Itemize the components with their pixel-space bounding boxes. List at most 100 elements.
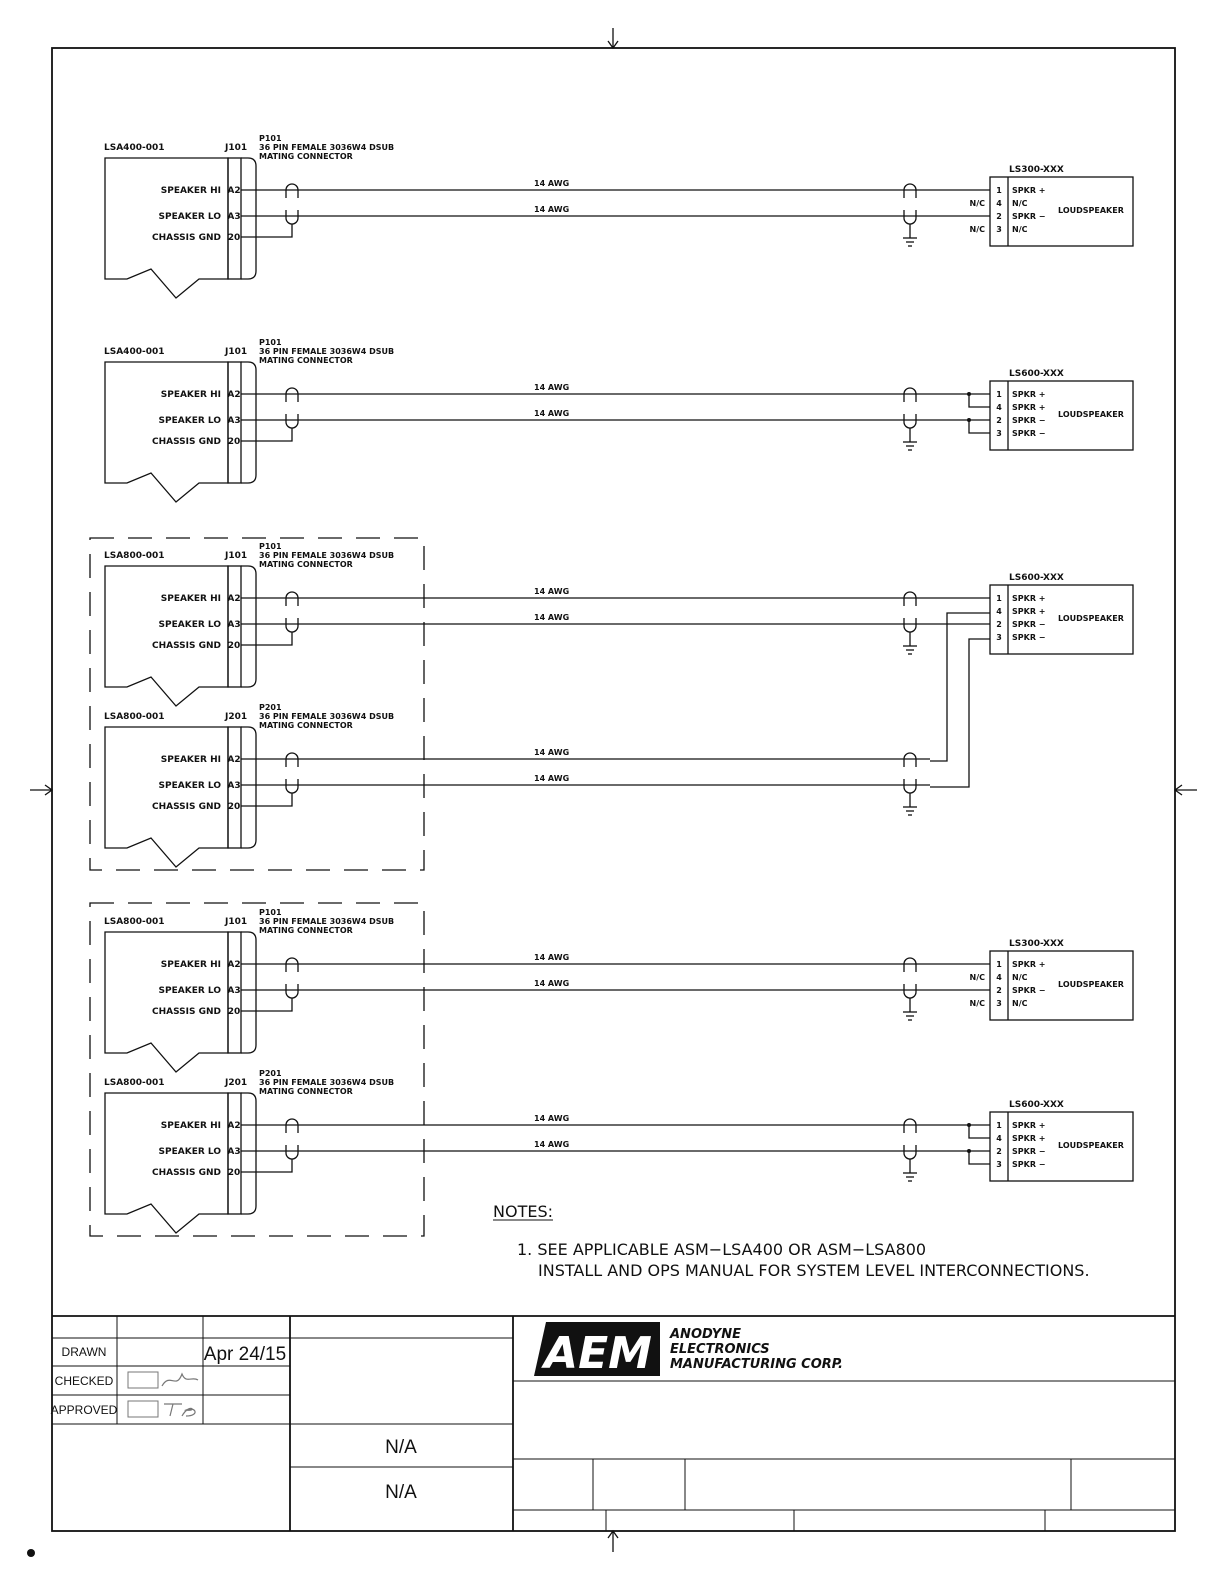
- pin-label: CHASSIS GND: [152, 802, 221, 812]
- pin-number: 20: [228, 802, 241, 812]
- pin-label: SPEAKER LO: [159, 620, 222, 630]
- speaker-terminal-number: 4: [996, 607, 1002, 616]
- jumper-2-3: [968, 1151, 990, 1165]
- lsa800-enclosure-2: [89, 902, 425, 1237]
- far-shield-bottom: [903, 618, 917, 633]
- wire-gauge-lo: 14 AWG: [534, 774, 569, 783]
- jumper-1-4: [968, 394, 990, 408]
- amplifier-model: LSA800-001: [104, 551, 165, 561]
- nc-label: N/C: [970, 199, 986, 208]
- speaker-terminal-label: SPKR +: [1012, 390, 1045, 399]
- amplifier-model: LSA800-001: [104, 712, 165, 722]
- source-shield-top: [285, 387, 299, 402]
- jack-id: J201: [224, 1078, 247, 1088]
- wire-gauge-hi: 14 AWG: [534, 1114, 569, 1123]
- drawn-label: DRAWN: [62, 1345, 107, 1359]
- pin-label: CHASSIS GND: [152, 1007, 221, 1017]
- pin-number: A3: [227, 781, 240, 791]
- plug-description: 36 PIN FEMALE 3036W4 DSUB: [259, 347, 394, 356]
- speaker-terminal-number: 1: [996, 390, 1002, 399]
- wire-gauge-hi: 14 AWG: [534, 748, 569, 757]
- plug-mating: MATING CONNECTOR: [259, 152, 353, 161]
- chassis-ground-drain: [241, 632, 293, 646]
- wire-gauge-lo: 14 AWG: [534, 979, 569, 988]
- plug-mating: MATING CONNECTOR: [259, 560, 353, 569]
- speaker-box: [989, 584, 1134, 655]
- plug-id: P201: [259, 1069, 282, 1078]
- amplifier-model: LSA400-001: [104, 347, 165, 357]
- pin-label: SPEAKER HI: [161, 960, 221, 970]
- speaker-terminal-label: SPKR +: [1012, 186, 1045, 195]
- speaker-terminal-number: 3: [996, 999, 1002, 1008]
- nc-label: N/C: [970, 973, 986, 982]
- pin-label: CHASSIS GND: [152, 437, 221, 447]
- nc-label: N/C: [970, 225, 986, 234]
- speaker-terminal-label: SPKR +: [1012, 1134, 1045, 1143]
- field-2-value: N/A: [385, 1482, 417, 1503]
- speaker-terminal-number: 3: [996, 429, 1002, 438]
- speaker-terminal-number: 2: [996, 1147, 1002, 1156]
- speaker-terminal-number: 3: [996, 633, 1002, 642]
- notes-heading: NOTES:: [493, 1202, 553, 1221]
- amplifier-body: [104, 565, 229, 707]
- speaker-terminal-number: 1: [996, 186, 1002, 195]
- plug-description: 36 PIN FEMALE 3036W4 DSUB: [259, 143, 394, 152]
- speaker-model: LS600-XXX: [1009, 1100, 1064, 1110]
- speaker-type: LOUDSPEAKER: [1058, 206, 1124, 215]
- chassis-ground-drain: [241, 224, 293, 238]
- speaker-terminal-label: N/C: [1012, 999, 1028, 1008]
- speaker-terminal-label: N/C: [1012, 973, 1028, 982]
- speaker-model: LS600-XXX: [1009, 573, 1064, 583]
- jack-id: J201: [224, 712, 247, 722]
- speaker-terminal-label: SPKR −: [1012, 212, 1045, 221]
- connector-plug: [241, 1092, 257, 1215]
- speaker-box: [989, 950, 1134, 1021]
- speaker-type: LOUDSPEAKER: [1058, 614, 1124, 623]
- pin-number: A2: [227, 1121, 240, 1131]
- speaker-terminal-number: 4: [996, 199, 1002, 208]
- jack-id: J101: [224, 347, 247, 357]
- wire-gauge-lo: 14 AWG: [534, 409, 569, 418]
- speaker-model: LS300-XXX: [1009, 165, 1064, 175]
- speaker-terminal-label: SPKR +: [1012, 1121, 1045, 1130]
- corner-dot: [27, 1549, 35, 1557]
- far-shield-top: [903, 752, 917, 767]
- company-line-2: ELECTRONICS: [670, 1342, 770, 1357]
- far-shield-bottom: [903, 779, 917, 794]
- pin-label: CHASSIS GND: [152, 1168, 221, 1178]
- chassis-ground-drain: [241, 1159, 293, 1173]
- pin-label: SPEAKER HI: [161, 186, 221, 196]
- wire-gauge-lo: 14 AWG: [534, 1140, 569, 1149]
- speaker-terminal-number: 2: [996, 986, 1002, 995]
- jumper-1-4: [968, 1125, 990, 1139]
- approved-signature: [127, 1400, 196, 1418]
- pin-label: SPEAKER HI: [161, 390, 221, 400]
- speaker-terminal-label: SPKR −: [1012, 986, 1045, 995]
- amplifier-body: [104, 931, 229, 1073]
- amplifier-body: [104, 1092, 229, 1234]
- source-shield-bottom: [285, 779, 299, 794]
- source-shield-top: [285, 591, 299, 606]
- speaker-terminal-number: 1: [996, 960, 1002, 969]
- wire-gauge-lo: 14 AWG: [534, 613, 569, 622]
- nc-label: N/C: [970, 999, 986, 1008]
- pin-number: 20: [228, 641, 241, 651]
- far-shield-top: [903, 957, 917, 972]
- pin-label: SPEAKER LO: [159, 986, 222, 996]
- source-shield-top: [285, 183, 299, 198]
- connector-plug: [241, 157, 257, 280]
- speaker-terminal-label: SPKR +: [1012, 607, 1045, 616]
- connector-plug: [241, 931, 257, 1054]
- far-shield-top: [903, 183, 917, 198]
- plug-id: P101: [259, 908, 282, 917]
- field-1-value: N/A: [385, 1437, 417, 1458]
- pin-number: A2: [227, 755, 240, 765]
- pin-number: A3: [227, 620, 240, 630]
- connector-plug: [241, 565, 257, 688]
- pin-label: SPEAKER HI: [161, 755, 221, 765]
- far-shield-bottom: [903, 1145, 917, 1160]
- speaker-terminal-number: 4: [996, 403, 1002, 412]
- source-shield-top: [285, 1118, 299, 1133]
- speaker-terminal-label: SPKR −: [1012, 416, 1045, 425]
